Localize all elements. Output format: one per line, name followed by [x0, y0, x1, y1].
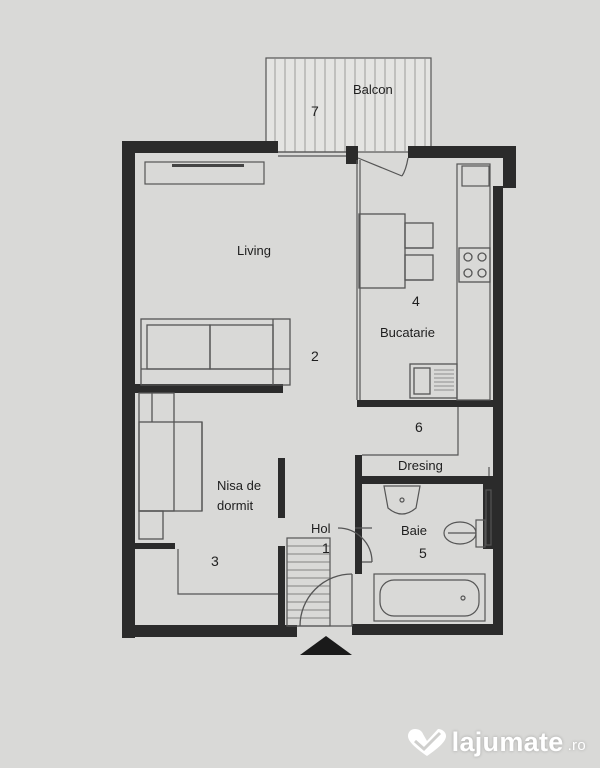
wardrobe-name: Dresing	[398, 458, 443, 473]
watermark-brand: lajumate	[451, 727, 564, 757]
entrance-arrow	[300, 636, 352, 655]
sleeping-number: 3	[211, 553, 219, 569]
sleeping-name-line2: dormit	[217, 498, 254, 513]
balcony-door	[278, 151, 409, 177]
kitchen-number: 4	[412, 293, 420, 309]
living-name: Living	[237, 243, 271, 258]
bed	[138, 392, 203, 540]
toilet	[443, 519, 486, 548]
balcony	[265, 57, 432, 153]
watermark-tld: .ro	[567, 737, 586, 754]
exterior-walls	[122, 141, 516, 638]
bathroom-sink	[383, 485, 421, 515]
heart-check-icon	[407, 728, 446, 756]
dining-table	[358, 213, 434, 289]
wardrobe-number: 6	[415, 419, 423, 435]
bathroom-name: Baie	[401, 523, 427, 538]
stove	[458, 247, 491, 283]
interior-walls	[135, 384, 493, 626]
balcony-number: 7	[311, 103, 319, 119]
watermark: lajumate .ro	[406, 727, 586, 758]
living-window	[144, 161, 265, 185]
bathtub	[373, 573, 486, 622]
kitchen-sink	[409, 363, 458, 399]
entrance-door	[297, 573, 353, 627]
bathroom-number: 5	[419, 545, 427, 561]
room-labels: Balcon 7 Living 2 4 Bucatarie 6 Dresing …	[211, 82, 443, 569]
sofa	[140, 318, 291, 386]
fixture-outlines	[177, 160, 492, 595]
bathroom-door	[337, 527, 373, 563]
living-number: 2	[311, 348, 319, 364]
hall-number: 1	[322, 540, 330, 556]
hall-name: Hol	[311, 521, 331, 536]
balcony-name: Balcon	[353, 82, 393, 97]
sleeping-name-line1: Nisa de	[217, 478, 261, 493]
kitchen-name: Bucatarie	[380, 325, 435, 340]
